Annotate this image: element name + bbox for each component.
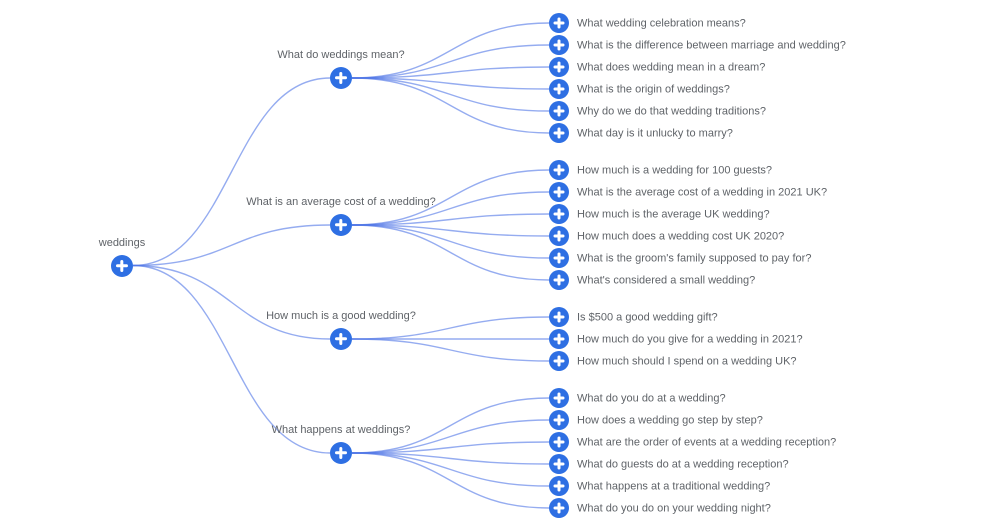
plus-icon bbox=[549, 432, 569, 452]
connector-line bbox=[132, 77, 331, 267]
child-label: What wedding celebration means? bbox=[577, 17, 746, 30]
child-node-button[interactable] bbox=[549, 432, 569, 452]
child-label: What does wedding mean in a dream? bbox=[577, 61, 766, 74]
child-node-button[interactable] bbox=[549, 454, 569, 474]
plus-icon bbox=[549, 101, 569, 121]
connector-line bbox=[351, 213, 550, 226]
child-node-button[interactable] bbox=[549, 498, 569, 518]
branch-node-button[interactable] bbox=[330, 328, 352, 350]
plus-icon bbox=[549, 13, 569, 33]
child-node-button[interactable] bbox=[549, 351, 569, 371]
connector-line bbox=[351, 441, 550, 454]
branch-node-button[interactable] bbox=[330, 67, 352, 89]
connector-line bbox=[351, 224, 550, 281]
child-label: Is $500 a good wedding gift? bbox=[577, 311, 718, 324]
child-node-button[interactable] bbox=[549, 35, 569, 55]
plus-icon bbox=[549, 57, 569, 77]
plus-icon bbox=[549, 388, 569, 408]
plus-icon bbox=[549, 454, 569, 474]
plus-icon bbox=[330, 328, 352, 350]
child-label: How much does a wedding cost UK 2020? bbox=[577, 230, 785, 243]
plus-icon bbox=[330, 442, 352, 464]
child-node-button[interactable] bbox=[549, 182, 569, 202]
branch-node-button[interactable] bbox=[330, 442, 352, 464]
child-label: What is the difference between marriage … bbox=[577, 39, 846, 52]
plus-icon bbox=[549, 248, 569, 268]
plus-icon bbox=[549, 270, 569, 290]
connector-line bbox=[351, 452, 550, 487]
child-label: How much do you give for a wedding in 20… bbox=[577, 333, 803, 346]
plus-icon bbox=[549, 160, 569, 180]
child-node-button[interactable] bbox=[549, 123, 569, 143]
connector-line bbox=[351, 66, 550, 79]
child-label: What are the order of events at a weddin… bbox=[577, 436, 837, 449]
child-node-button[interactable] bbox=[549, 410, 569, 430]
child-node-button[interactable] bbox=[549, 270, 569, 290]
child-node-button[interactable] bbox=[549, 476, 569, 496]
plus-icon bbox=[549, 307, 569, 327]
child-node-button[interactable] bbox=[549, 160, 569, 180]
child-label: Why do we do that wedding traditions? bbox=[577, 105, 766, 118]
branch-label: How much is a good wedding? bbox=[266, 310, 416, 322]
branch-label: What happens at weddings? bbox=[271, 424, 411, 436]
plus-icon bbox=[330, 214, 352, 236]
connector-line bbox=[351, 77, 550, 90]
branch-node-button[interactable] bbox=[330, 214, 352, 236]
plus-icon bbox=[549, 123, 569, 143]
plus-icon bbox=[549, 329, 569, 349]
plus-icon bbox=[549, 476, 569, 496]
child-label: How much is a wedding for 100 guests? bbox=[577, 164, 773, 177]
plus-icon bbox=[549, 410, 569, 430]
plus-icon bbox=[549, 182, 569, 202]
plus-icon bbox=[549, 204, 569, 224]
connector-line bbox=[351, 338, 550, 362]
child-label: What do you do at a wedding? bbox=[577, 392, 726, 405]
plus-icon bbox=[549, 35, 569, 55]
child-node-button[interactable] bbox=[549, 101, 569, 121]
child-node-button[interactable] bbox=[549, 57, 569, 77]
connector-line bbox=[351, 77, 550, 134]
child-node-button[interactable] bbox=[549, 329, 569, 349]
child-label: What is the average cost of a wedding in… bbox=[577, 186, 828, 199]
child-label: How does a wedding go step by step? bbox=[577, 414, 763, 427]
child-label: What do you do on your wedding night? bbox=[577, 502, 771, 515]
plus-icon bbox=[111, 255, 133, 277]
child-label: What happens at a traditional wedding? bbox=[577, 480, 771, 493]
child-label: What do guests do at a wedding reception… bbox=[577, 458, 789, 471]
child-node-button[interactable] bbox=[549, 13, 569, 33]
branch-label: What do weddings mean? bbox=[277, 49, 405, 61]
child-node-button[interactable] bbox=[549, 388, 569, 408]
child-label: What day is it unlucky to marry? bbox=[577, 127, 733, 140]
connector-line bbox=[351, 224, 550, 237]
connector-line bbox=[351, 77, 550, 112]
root-node-button[interactable] bbox=[111, 254, 133, 277]
child-node-button[interactable] bbox=[549, 204, 569, 224]
child-node-button[interactable] bbox=[549, 307, 569, 327]
child-label: What's considered a small wedding? bbox=[577, 274, 756, 287]
plus-icon bbox=[549, 226, 569, 246]
plus-icon bbox=[330, 67, 352, 89]
root-label: weddings bbox=[98, 236, 146, 249]
plus-icon bbox=[549, 79, 569, 99]
child-label: How much should I spend on a wedding UK? bbox=[577, 355, 797, 368]
plus-icon bbox=[549, 498, 569, 518]
connector-line bbox=[351, 224, 550, 259]
child-label: What is the origin of weddings? bbox=[577, 83, 730, 96]
child-node-button[interactable] bbox=[549, 248, 569, 268]
connector-line bbox=[132, 224, 331, 267]
connector-line bbox=[351, 452, 550, 465]
child-node-button[interactable] bbox=[549, 226, 569, 246]
connector-line bbox=[132, 264, 331, 340]
child-label: How much is the average UK wedding? bbox=[577, 208, 770, 221]
child-label: What is the groom's family supposed to p… bbox=[577, 252, 812, 265]
branch-label: What is an average cost of a wedding? bbox=[246, 196, 436, 208]
connector-line bbox=[351, 452, 550, 509]
plus-icon bbox=[549, 351, 569, 371]
child-node-button[interactable] bbox=[549, 79, 569, 99]
